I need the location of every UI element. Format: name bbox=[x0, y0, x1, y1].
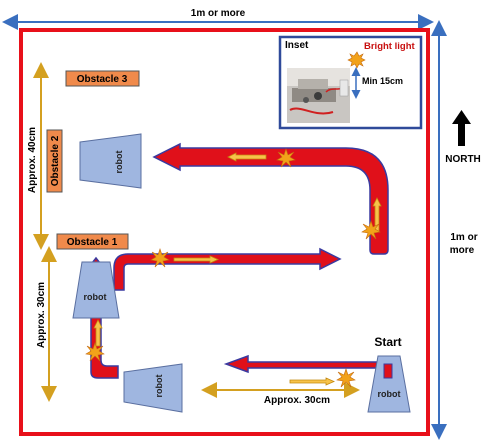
obstacle-1: Obstacle 1 bbox=[56, 233, 129, 250]
obstacle-3-label: Obstacle 3 bbox=[77, 74, 128, 85]
north-arrow-shaft bbox=[458, 122, 465, 146]
robot-north-label: robot bbox=[84, 292, 107, 302]
distance-left-lower-label: Approx. 30cm bbox=[36, 282, 47, 348]
inset-photo bbox=[287, 68, 350, 123]
robot-west-label: robot bbox=[114, 151, 124, 174]
light-arrows bbox=[93, 152, 382, 386]
north-arrow-icon bbox=[452, 110, 471, 124]
distance-left-upper-label: Approx. 40cm bbox=[27, 127, 38, 193]
path-bottom bbox=[223, 354, 393, 379]
width-label: 1m or more bbox=[191, 8, 246, 19]
robot-start: robot bbox=[367, 355, 411, 413]
path-top bbox=[152, 142, 389, 255]
start-path-stub bbox=[383, 363, 393, 379]
robot-east-label: robot bbox=[154, 375, 164, 398]
obstacle-3: Obstacle 3 bbox=[65, 70, 140, 87]
robot-start-label: robot bbox=[378, 389, 401, 399]
obstacle-2: Obstacle 2 bbox=[46, 129, 63, 193]
robot-east: robot bbox=[123, 363, 183, 413]
distance-bottom-label: Approx. 30cm bbox=[264, 395, 330, 406]
height-label-line2: more bbox=[450, 245, 475, 256]
north-label: NORTH bbox=[445, 154, 481, 165]
robot-north: robot bbox=[72, 261, 120, 319]
height-label-line1: 1m or bbox=[450, 232, 477, 243]
bright-light-label: Bright light bbox=[364, 41, 415, 52]
inset-title: Inset bbox=[285, 40, 309, 51]
obstacle-2-label: Obstacle 2 bbox=[50, 135, 61, 186]
robot-west: robot bbox=[79, 133, 142, 189]
inset-panel: Inset Bright light Min 15cm bbox=[278, 35, 423, 130]
field-border bbox=[19, 28, 430, 436]
path-middle bbox=[113, 247, 342, 291]
light-burst-icons bbox=[85, 148, 381, 388]
obstacle-1-label: Obstacle 1 bbox=[67, 237, 118, 248]
min-distance-label: Min 15cm bbox=[362, 76, 403, 86]
inset-light-icon bbox=[347, 51, 366, 69]
start-label: Start bbox=[374, 335, 401, 349]
